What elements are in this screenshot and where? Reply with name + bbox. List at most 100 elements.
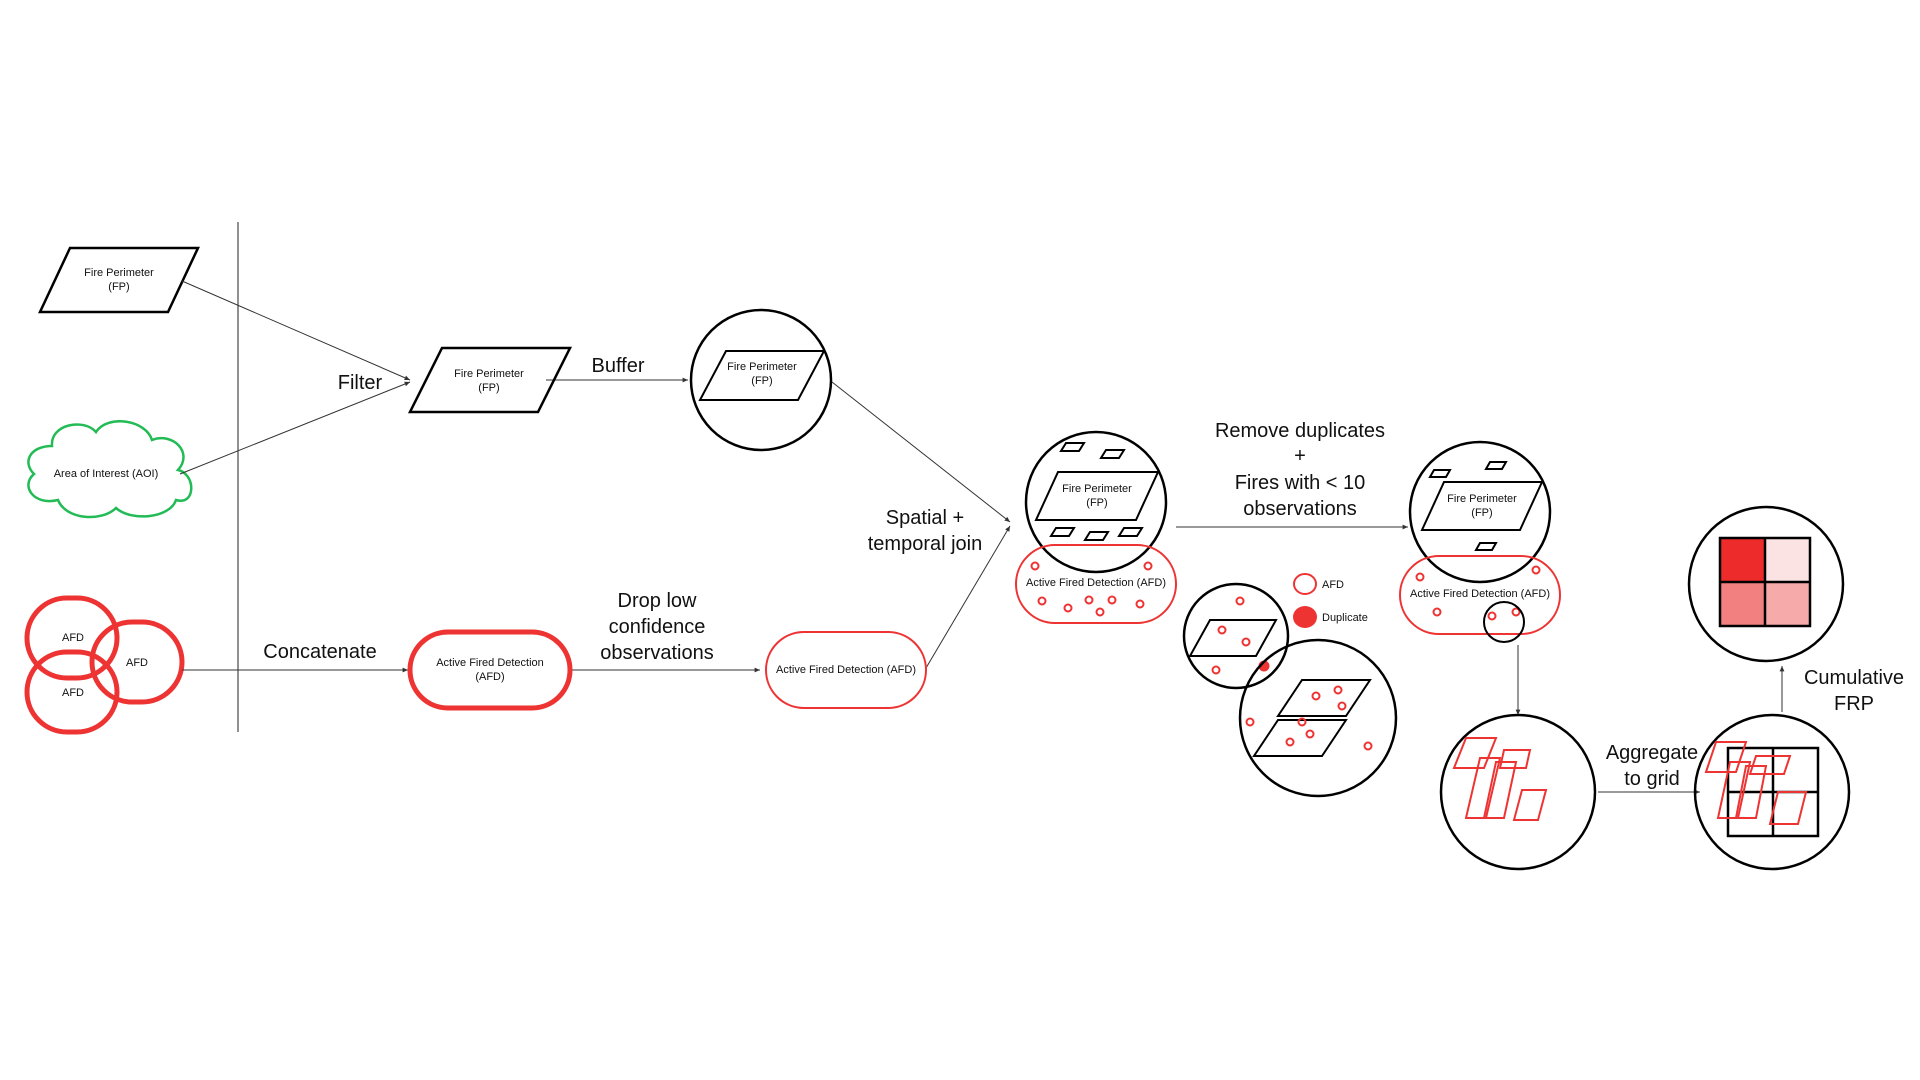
node-cleaned-fp: Fire Perimeter (FP) bbox=[1408, 440, 1552, 584]
svg-text:Fire Perimeter: Fire Perimeter bbox=[727, 361, 797, 373]
fp-fragment bbox=[1484, 461, 1508, 470]
afd-point bbox=[1337, 701, 1347, 711]
step-remove-duplicates-label: Remove duplicates + Fires with < 10 obse… bbox=[1215, 420, 1385, 520]
svg-text:temporal join: temporal join bbox=[868, 533, 983, 555]
afd-source-label: AFD bbox=[62, 632, 84, 644]
legend: AFD Duplicate bbox=[1293, 573, 1368, 628]
grid-cell bbox=[1765, 538, 1810, 582]
input-fp-line1: Fire Perimeter bbox=[84, 267, 154, 279]
afd-point bbox=[1063, 603, 1073, 613]
svg-text:(FP): (FP) bbox=[1086, 497, 1107, 509]
afd-source-shape bbox=[89, 619, 185, 705]
afd-point bbox=[1415, 572, 1425, 582]
afd-point bbox=[1333, 685, 1343, 695]
svg-text:(FP): (FP) bbox=[1471, 507, 1492, 519]
svg-text:Spatial +: Spatial + bbox=[886, 507, 964, 529]
zoom-selection-circle bbox=[1483, 601, 1525, 643]
svg-text:(AFD): (AFD) bbox=[475, 671, 504, 683]
svg-text:observations: observations bbox=[600, 642, 713, 664]
svg-text:FRP: FRP bbox=[1834, 693, 1874, 715]
afd-point bbox=[1297, 717, 1307, 727]
afd-point bbox=[1217, 625, 1227, 635]
afd-source-label: AFD bbox=[126, 657, 148, 669]
node-high-confidence-afd: Active Fired Detection (AFD) bbox=[765, 631, 927, 709]
svg-text:Fire Perimeter: Fire Perimeter bbox=[1062, 483, 1132, 495]
afd-point bbox=[1245, 717, 1255, 727]
afd-source-shape bbox=[24, 649, 120, 735]
edge-aoi-to-filtered bbox=[179, 381, 411, 475]
edge-fp-to-filtered bbox=[181, 280, 411, 381]
duplicate-illustration bbox=[1182, 582, 1398, 798]
afd-point bbox=[1285, 737, 1295, 747]
afd-source-shape bbox=[24, 595, 120, 681]
fp-fragment bbox=[1474, 542, 1498, 551]
step-filter-label: Filter bbox=[338, 372, 383, 394]
svg-text:(FP): (FP) bbox=[751, 375, 772, 387]
node-buffered-fp: Fire Perimeter (FP) bbox=[689, 308, 833, 452]
step-concatenate-label: Concatenate bbox=[263, 641, 376, 663]
node-cumulative-frp-grid bbox=[1687, 505, 1845, 663]
afd-point bbox=[1311, 691, 1321, 701]
afd-point bbox=[1363, 741, 1373, 751]
svg-text:observations: observations bbox=[1243, 498, 1356, 520]
grid-cell bbox=[1720, 582, 1765, 626]
input-aoi-label: Area of Interest (AOI) bbox=[54, 468, 159, 480]
node-filtered-fp: Fire Perimeter (FP) bbox=[407, 346, 573, 414]
svg-text:confidence: confidence bbox=[609, 616, 706, 638]
input-area-of-interest: Area of Interest (AOI) bbox=[27, 420, 193, 519]
afd-point bbox=[1235, 596, 1245, 606]
legend-afd-symbol bbox=[1293, 573, 1317, 595]
node-joined-fp: Fire Perimeter (FP) bbox=[1024, 430, 1168, 574]
fp-fragment bbox=[1099, 449, 1126, 459]
afd-point bbox=[1107, 595, 1117, 605]
input-fp-line2: (FP) bbox=[108, 281, 129, 293]
grid-cell bbox=[1720, 538, 1765, 582]
afd-point bbox=[1084, 595, 1094, 605]
step-drop-low-confidence-label: Drop low confidence observations bbox=[600, 590, 713, 664]
legend-duplicate-symbol bbox=[1293, 606, 1317, 628]
afd-point bbox=[1030, 561, 1040, 571]
afd-point bbox=[1135, 599, 1145, 609]
afd-point bbox=[1305, 729, 1315, 739]
step-aggregate-to-grid-label: Aggregate to grid bbox=[1606, 742, 1698, 790]
afd-point bbox=[1095, 607, 1105, 617]
afd-point bbox=[1432, 607, 1442, 617]
afd-point bbox=[1487, 611, 1497, 621]
svg-text:Cumulative: Cumulative bbox=[1804, 667, 1904, 689]
step-cumulative-frp-label: Cumulative FRP bbox=[1804, 667, 1904, 715]
afd-point bbox=[1143, 561, 1153, 571]
legend-afd-label: AFD bbox=[1322, 579, 1344, 591]
svg-text:Aggregate: Aggregate bbox=[1606, 742, 1698, 764]
node-joined-afd: Active Fired Detection (AFD) bbox=[1015, 544, 1177, 624]
afd-source-label: AFD bbox=[62, 687, 84, 699]
node-concatenated-afd: Active Fired Detection (AFD) bbox=[407, 629, 573, 711]
grid-cell bbox=[1765, 582, 1810, 626]
svg-text:Drop low: Drop low bbox=[618, 590, 697, 612]
svg-text:Active Fired Detection: Active Fired Detection bbox=[436, 657, 544, 669]
input-afd-sources: AFD AFD AFD bbox=[24, 595, 185, 735]
node-detection-polygons bbox=[1439, 713, 1597, 871]
edge-highconf-to-join bbox=[925, 525, 1011, 669]
fp-fragment bbox=[1083, 531, 1110, 541]
svg-text:Fires with < 10: Fires with < 10 bbox=[1235, 472, 1366, 494]
svg-text:Fire Perimeter: Fire Perimeter bbox=[1447, 493, 1517, 505]
svg-text:(FP): (FP) bbox=[478, 382, 499, 394]
node-aggregated-grid bbox=[1693, 713, 1851, 871]
fp-fragment bbox=[1428, 469, 1452, 478]
fp-fragment bbox=[1059, 442, 1086, 452]
afd-point bbox=[1211, 665, 1221, 675]
svg-text:to grid: to grid bbox=[1624, 768, 1680, 790]
svg-text:Active Fired Detection (AFD): Active Fired Detection (AFD) bbox=[1026, 577, 1166, 589]
input-fire-perimeter: Fire Perimeter (FP) bbox=[38, 246, 200, 314]
node-cleaned-afd: Active Fired Detection (AFD) bbox=[1399, 555, 1561, 643]
legend-duplicate-label: Duplicate bbox=[1322, 612, 1368, 624]
fp-fragment bbox=[1117, 527, 1144, 537]
afd-point bbox=[1511, 607, 1521, 617]
svg-text:Remove duplicates: Remove duplicates bbox=[1215, 420, 1385, 442]
step-buffer-label: Buffer bbox=[592, 355, 645, 377]
svg-text:+: + bbox=[1294, 445, 1306, 467]
svg-text:Active Fired Detection (AFD): Active Fired Detection (AFD) bbox=[1410, 588, 1550, 600]
afd-point bbox=[1531, 565, 1541, 575]
step-spatial-temporal-join-label: Spatial + temporal join bbox=[868, 507, 983, 555]
